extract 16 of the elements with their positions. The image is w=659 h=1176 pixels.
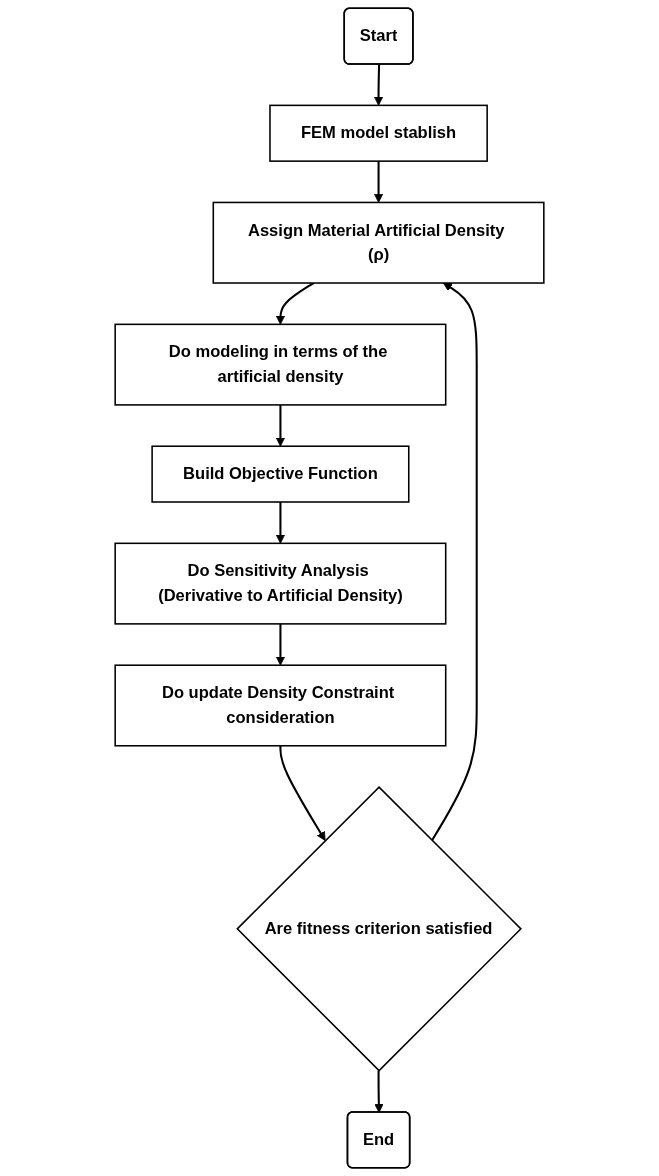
arrow [374,64,384,106]
node-box: Do update Density Constraint consideration [114,664,447,747]
node-box: FEM model stablish [269,104,488,162]
node-diamond: Are fitness criterion satisfied [236,786,522,1072]
arrow [374,161,384,203]
arrow [275,623,285,666]
node-box: Build Objective Function [151,445,410,503]
arrow [275,404,285,447]
arrow [431,282,478,841]
node-box: Do Sensitivity Analysis (Derivative to Artificial Density) [114,542,447,625]
arrow [275,282,315,325]
arrow [275,502,285,544]
node-box: Assign Material Artificial Density (ρ) [212,201,545,284]
arrow [279,745,326,841]
node-box: Do modeling in terms of the artificial density [114,323,447,406]
arrow [374,1070,384,1113]
